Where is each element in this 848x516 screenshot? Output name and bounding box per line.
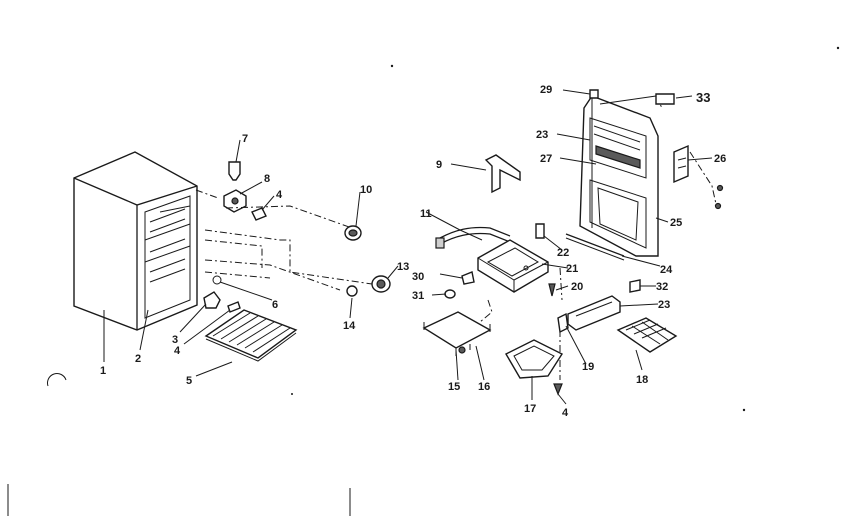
bracket-9-part: [484, 154, 521, 194]
label-4-left: 4: [174, 345, 181, 357]
label-7: 7: [242, 133, 248, 145]
bracket-parts: [203, 275, 241, 313]
label-32: 32: [656, 281, 668, 293]
label-29: 29: [540, 84, 552, 96]
label-2: 2: [135, 353, 141, 365]
label-18: 18: [636, 374, 648, 386]
frame-15-16-part: [422, 311, 492, 356]
label-17: 17: [524, 403, 536, 415]
door-assembly-part: [565, 89, 724, 261]
label-21: 21: [566, 263, 578, 275]
label-25: 25: [670, 217, 682, 229]
label-20: 20: [571, 281, 583, 293]
clip-19-part: [557, 312, 569, 334]
knob-parts: [344, 225, 391, 297]
thermostat-part: [223, 161, 267, 221]
label-27: 27: [540, 153, 552, 165]
part-32: [629, 279, 641, 293]
label-26: 26: [714, 153, 726, 165]
shelf-part: [204, 309, 298, 362]
handle-23-part: [567, 295, 621, 331]
label-1: 1: [100, 365, 106, 377]
leader-lines: [103, 89, 713, 405]
label-8: 8: [264, 173, 270, 185]
label-4-top: 4: [276, 189, 283, 201]
label-14: 14: [343, 320, 356, 332]
label-23-bottom: 23: [658, 299, 670, 311]
label-30: 30: [412, 271, 424, 283]
label-10: 10: [360, 184, 372, 196]
cabinet-part: [73, 151, 198, 331]
screw-4-bottom: [553, 383, 563, 396]
ice-cube-tray-18-part: [616, 317, 678, 353]
label-22: 22: [557, 247, 569, 259]
scan-artifacts: [7, 46, 840, 516]
label-33: 33: [696, 90, 710, 105]
evaporator-bracket-part: [477, 239, 549, 293]
part-labels: 7 8 4 10 13 14 1 2 3 4 5 6 9 11 30 31 15…: [100, 84, 726, 419]
label-24: 24: [660, 264, 673, 276]
label-13: 13: [397, 261, 409, 273]
label-31: 31: [412, 290, 424, 302]
label-9: 9: [436, 159, 442, 171]
label-19: 19: [582, 361, 594, 373]
tube-11-part: [435, 226, 511, 249]
part-22: [535, 223, 545, 239]
label-4-bottom: 4: [562, 407, 569, 419]
assembly-lines: [195, 95, 717, 380]
label-6: 6: [272, 299, 278, 311]
label-5: 5: [186, 375, 192, 387]
label-3: 3: [172, 334, 178, 346]
screw-20-part: [548, 283, 556, 297]
label-23-top: 23: [536, 129, 548, 141]
label-15: 15: [448, 381, 460, 393]
label-11: 11: [420, 208, 432, 220]
label-16: 16: [478, 381, 490, 393]
ice-tray-17-part: [505, 339, 564, 379]
parts-30-31: [444, 271, 475, 299]
